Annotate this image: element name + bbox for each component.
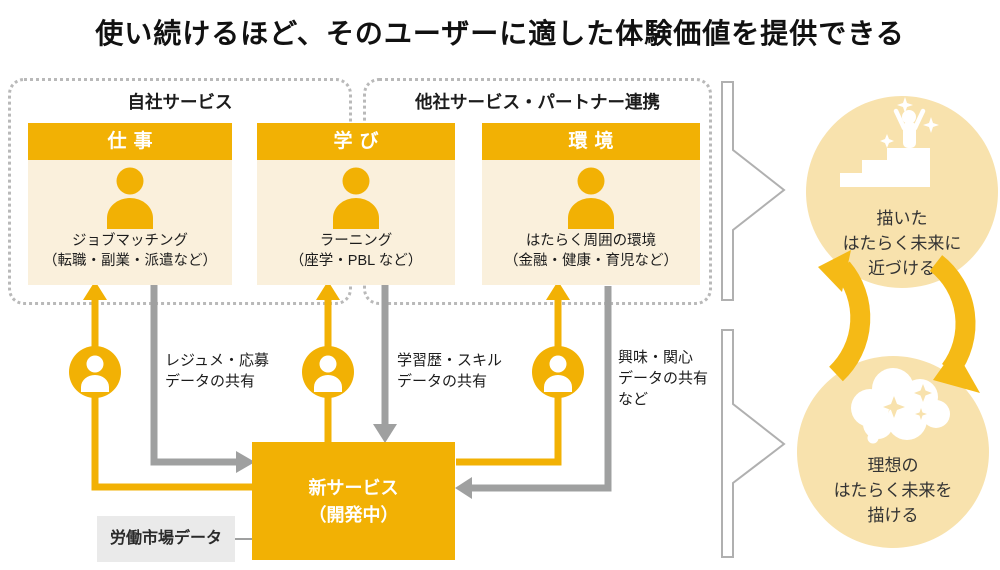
partner-services-label: 他社サービス・パートナー連携 bbox=[415, 92, 660, 112]
future-circle-envision: 理想の はたらく未来を 描ける bbox=[797, 356, 989, 548]
up-arrowhead-learning bbox=[316, 281, 340, 300]
card-environment-header: 環境 bbox=[482, 123, 700, 160]
share-label-resume: レジュメ・応募 データの共有 bbox=[165, 352, 269, 390]
card-work-text: ジョブマッチング （転職・副業・派遣など） bbox=[43, 233, 217, 269]
future-circle-envision-text: 理想の はたらく未来を 描ける bbox=[833, 456, 953, 525]
share-label-interests: 興味・関心 データの共有 など bbox=[618, 349, 709, 408]
down-arrowhead-learning bbox=[373, 424, 397, 443]
up-arrowhead-environment bbox=[546, 281, 570, 300]
gray-line-work bbox=[150, 284, 238, 466]
card-work-header: 仕事 bbox=[28, 123, 232, 160]
left-arrowhead-environment bbox=[455, 477, 472, 499]
up-arrowhead-work bbox=[83, 281, 107, 300]
card-learning-header: 学び bbox=[257, 123, 455, 160]
gray-flow-arrows bbox=[150, 284, 612, 492]
user-circle-icon-3 bbox=[532, 346, 584, 398]
right-arrowhead-work bbox=[236, 451, 255, 473]
labor-market-connector-line bbox=[235, 538, 252, 540]
yellow-arrowheads bbox=[83, 281, 570, 300]
card-learning: 学び ラーニング （座学・PBL など） bbox=[257, 123, 455, 285]
person-icon bbox=[107, 167, 153, 229]
user-circle-icon-2 bbox=[302, 346, 354, 398]
card-learning-text: ラーニング （座学・PBL など） bbox=[289, 233, 423, 269]
gray-arrowheads bbox=[236, 424, 472, 499]
gray-line-environment bbox=[470, 286, 612, 492]
person-icon bbox=[568, 167, 614, 229]
labor-market-data-box: 労働市場データ bbox=[97, 516, 235, 562]
card-work: 仕事 ジョブマッチング （転職・副業・派遣など） bbox=[28, 123, 232, 285]
future-circle-approach: 描いた はたらく未来に 近づける bbox=[806, 96, 998, 288]
person-icon bbox=[333, 167, 379, 229]
user-circle-icons bbox=[69, 346, 584, 398]
stairs-goal-icon bbox=[840, 97, 939, 187]
big-outline-arrows bbox=[721, 81, 786, 558]
own-services-label: 自社サービス bbox=[127, 92, 233, 112]
cycle-arrow-down-icon bbox=[929, 255, 980, 393]
share-label-learning-history: 学習歴・スキル データの共有 bbox=[397, 352, 503, 390]
flow-arrow-top-icon bbox=[721, 81, 786, 301]
thought-cloud-icon bbox=[851, 368, 950, 444]
user-circle-icon-1 bbox=[69, 346, 121, 398]
future-circle-approach-text: 描いた はたらく未来に 近づける bbox=[842, 209, 962, 278]
card-environment: 環境 はたらく周囲の環境 （金融・健康・育児など） bbox=[482, 123, 700, 285]
flow-arrow-bottom-icon bbox=[721, 329, 786, 558]
cycle-arrow-up-icon bbox=[818, 250, 871, 382]
card-environment-text: はたらく周囲の環境 （金融・健康・育児など） bbox=[504, 233, 678, 269]
new-service-box: 新サービス （開発中） bbox=[252, 442, 455, 560]
page-title: 使い続けるほど、そのユーザーに適した体験価値を提供できる bbox=[95, 18, 905, 49]
